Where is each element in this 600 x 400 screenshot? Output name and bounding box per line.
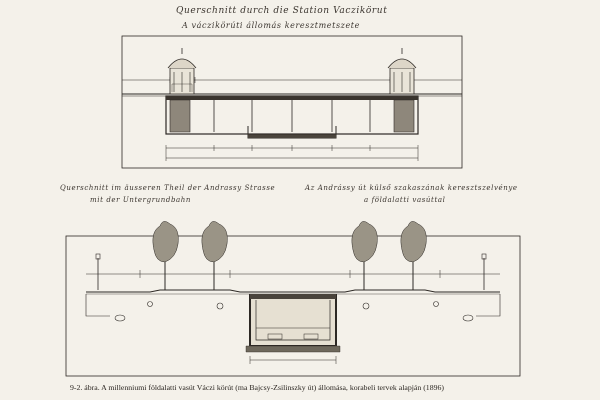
bottom-street-drawing — [65, 221, 521, 377]
tree-3 — [351, 221, 378, 290]
top-station-box — [165, 95, 419, 139]
bottom-title-right-line1: Az Andrássy út külső szakaszának kereszt… — [305, 184, 518, 192]
bottom-title-left-line1: Querschnitt im äusseren Theil der Andras… — [60, 184, 276, 192]
top-title-german: Querschnitt durch die Station Vaczikörut — [176, 6, 388, 16]
tree-4 — [400, 221, 427, 290]
top-title-hungarian: A váczikörúti állomás keresztmetszete — [182, 21, 360, 30]
bottom-tunnel — [245, 294, 341, 353]
bottom-title-right-line2: a földalatti vasúttal — [364, 196, 446, 204]
figure-caption: 9-2. ábra. A millenniumi földalatti vasú… — [70, 383, 445, 392]
right-entrance-pavilion — [387, 48, 417, 95]
street-lamp-left — [95, 253, 101, 290]
cross-section-drawings — [65, 35, 521, 377]
street-lamp-right — [481, 253, 487, 290]
tree-2 — [201, 221, 228, 290]
left-entrance-pavilion — [167, 48, 197, 95]
tree-1 — [152, 221, 179, 290]
bottom-title-left-line2: mit der Untergrundbahn — [90, 196, 192, 204]
top-station-drawing — [121, 35, 463, 169]
